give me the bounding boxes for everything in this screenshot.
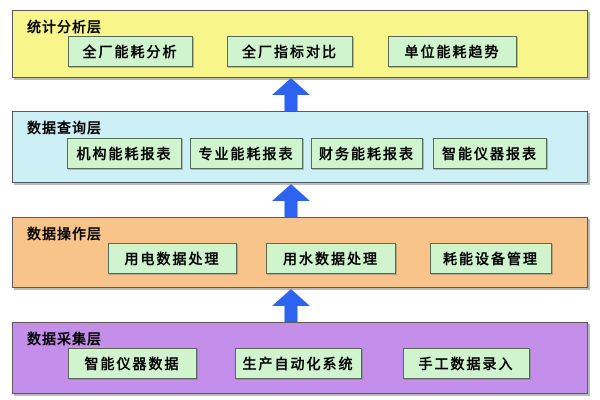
node-energy-device-management: 耗能设备管理 [430, 243, 552, 274]
node-plant-energy-analysis: 全厂能耗分析 [68, 36, 193, 67]
node-plant-indicator-compare: 全厂指标对比 [227, 36, 353, 67]
node-specialty-energy-report: 专业能耗报表 [190, 138, 303, 169]
node-unit-energy-trend: 单位能耗趋势 [388, 36, 517, 67]
node-smart-meter-report: 智能仪器报表 [433, 138, 547, 169]
node-smart-meter-data: 智能仪器数据 [68, 348, 197, 379]
node-org-energy-report: 机构能耗报表 [67, 138, 182, 169]
layer-data-operation: 数据操作层 用电数据处理 用水数据处理 耗能设备管理 [12, 217, 588, 288]
node-production-automation-system: 生产自动化系统 [235, 348, 362, 379]
node-water-data-processing: 用水数据处理 [266, 243, 396, 274]
up-arrow-query-to-analysis-icon [272, 78, 310, 111]
node-manual-data-entry: 手工数据录入 [403, 348, 530, 379]
up-arrow-operation-to-query-icon [272, 184, 310, 217]
layer-data-collection: 数据采集层 智能仪器数据 生产自动化系统 手工数据录入 [12, 322, 588, 394]
node-electricity-data-processing: 用电数据处理 [108, 243, 237, 274]
node-finance-energy-report: 财务能耗报表 [311, 138, 423, 169]
layer-data-query: 数据查询层 机构能耗报表 专业能耗报表 财务能耗报表 智能仪器报表 [12, 111, 588, 183]
up-arrow-collection-to-operation-icon [272, 289, 310, 322]
layer-statistical-analysis: 统计分析层 全厂能耗分析 全厂指标对比 单位能耗趋势 [12, 10, 588, 78]
layer-title-data-collection: 数据采集层 [27, 331, 102, 347]
layer-title-data-operation: 数据操作层 [27, 226, 102, 242]
layer-title-data-query: 数据查询层 [27, 120, 102, 136]
layer-title-statistical-analysis: 统计分析层 [27, 19, 102, 35]
